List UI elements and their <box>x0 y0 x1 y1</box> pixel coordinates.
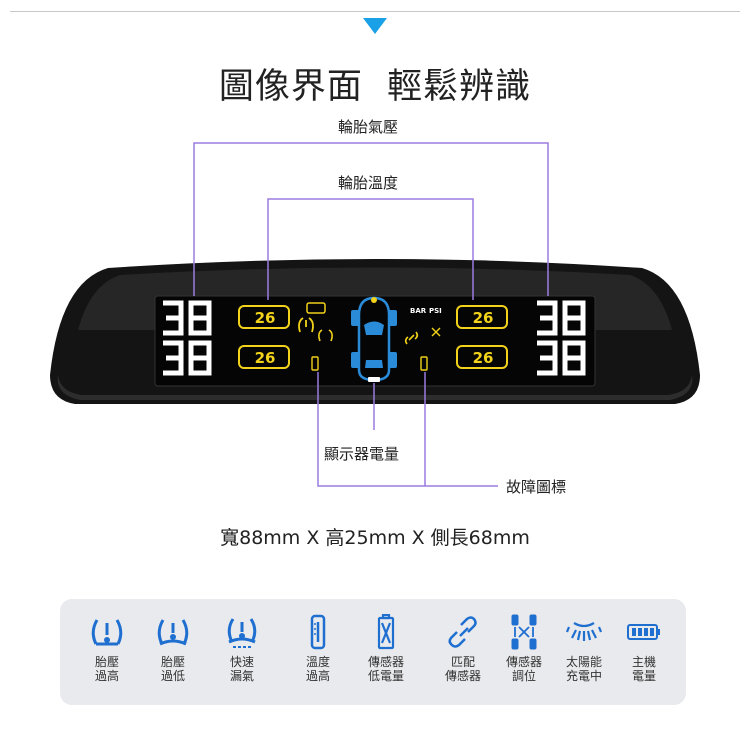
legend-label-line1: 胎壓 <box>94 655 119 669</box>
legend-label-line1: 傳感器 <box>367 655 404 669</box>
tpms-warning-icon <box>298 317 314 333</box>
down-arrow-icon <box>363 18 387 34</box>
swap-x-lcd-icon <box>431 327 441 337</box>
pressure-digits-front-left <box>163 300 212 336</box>
sensor-battery-lcd-icon <box>311 356 319 371</box>
legend-item: 匹配 傳感器 <box>433 609 493 683</box>
legend-item: 胎壓 過高 <box>77 609 137 683</box>
pressure-digits-rear-left <box>163 340 212 376</box>
legend-label-line1: 胎壓 <box>160 655 185 669</box>
legend-item: 溫度 過高 <box>288 609 348 683</box>
car-icon <box>351 296 397 382</box>
legend-label-line1: 快速 <box>229 655 254 669</box>
icon-legend-panel: 胎壓 過高 胎壓 過低 快速 漏氣 溫度 過高 傳感器 低電量 匹配 傳感器 傳… <box>60 599 686 705</box>
dimensions-text: 寬88mm X 高25mm X 側長68mm <box>220 527 530 549</box>
pairing-link-icon <box>448 616 477 648</box>
unit-psi-label: PSI <box>429 307 442 315</box>
legend-label-line1: 溫度 <box>305 655 330 669</box>
legend-label-line2: 電量 <box>631 669 656 683</box>
unit-bar-label: BAR <box>410 307 427 315</box>
legend-label-line2: 漏氣 <box>229 669 254 683</box>
callout-pressure: 輪胎氣壓 <box>335 116 402 137</box>
fast-leak-icon <box>227 618 257 648</box>
legend-label-line1: 太陽能 <box>565 655 602 669</box>
legend-item: 傳感器 調位 <box>494 609 554 683</box>
callout-temperature: 輪胎溫度 <box>335 172 402 193</box>
legend-label-line1: 傳感器 <box>505 655 542 669</box>
sensor-swap-icon <box>511 614 537 650</box>
legend-label-line2: 傳感器 <box>444 669 481 683</box>
tire-pressure-low-icon <box>157 619 189 646</box>
lcd-screen <box>154 295 596 387</box>
legend-item: 太陽能 充電中 <box>554 609 614 683</box>
main-battery-icon <box>627 624 660 640</box>
legend-label-line2: 過高 <box>305 669 330 683</box>
temp-rear-left: 26 <box>255 349 276 367</box>
callout-display-battery: 顯示器電量 <box>321 443 403 464</box>
temp-front-left: 26 <box>255 309 276 327</box>
pressure-digits-rear-right <box>537 340 586 376</box>
temp-front-right: 26 <box>473 309 494 327</box>
tire-pressure-high-icon <box>91 619 123 646</box>
callout-fault-icon: 故障圖標 <box>503 476 570 497</box>
legend-label-line1: 主機 <box>631 655 656 669</box>
page-title: 圖像界面 輕鬆辨識 <box>218 67 532 107</box>
legend-item: 傳感器 低電量 <box>356 609 416 683</box>
fast-leak-lcd-icon <box>318 329 333 342</box>
top-divider <box>10 11 740 12</box>
sensor-swap-lcd-icon <box>420 356 428 371</box>
sensor-battery-low-icon <box>377 614 395 650</box>
link-lcd-icon <box>404 331 419 345</box>
legend-label-line2: 調位 <box>511 669 536 683</box>
legend-item: 主機 電量 <box>614 609 674 683</box>
legend-label-line2: 過低 <box>160 669 185 683</box>
temp-rear-right: 26 <box>473 349 494 367</box>
legend-label-line2: 低電量 <box>367 669 404 683</box>
battery-status-icon <box>306 302 326 314</box>
legend-label-line2: 過高 <box>94 669 119 683</box>
legend-label-line1: 匹配 <box>450 655 475 669</box>
solar-charging-icon <box>566 622 602 641</box>
legend-label-line2: 充電中 <box>565 669 602 683</box>
thermometer-icon <box>310 614 326 650</box>
legend-item: 胎壓 過低 <box>143 609 203 683</box>
pressure-digits-front-right <box>537 300 586 336</box>
legend-item: 快速 漏氣 <box>212 609 272 683</box>
